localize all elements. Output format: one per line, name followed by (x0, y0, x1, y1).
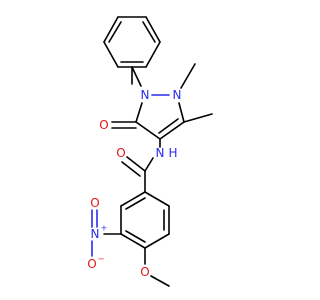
pyrazolone-ring (135, 94, 185, 140)
atom-o-nitro-single: O (87, 257, 96, 271)
atom-o-methoxy: O (140, 265, 149, 279)
atom-n1: N (141, 88, 150, 102)
atom-o-nitro-double: O (90, 196, 99, 210)
atom-o-ketone: O (99, 118, 108, 132)
atom-nh-h: H (168, 146, 177, 160)
atom-n2: N (173, 88, 182, 102)
benzene-ring (120, 191, 170, 249)
molecule-diagram: O N N N H O N + O O − O (87, 16, 213, 287)
atom-nh-n: N (156, 146, 165, 160)
atom-n-nitro-charge: + (101, 224, 108, 233)
bond-nh-carbonyl (144, 157, 154, 172)
atom-n-nitro: N (91, 227, 100, 241)
atom-o-nitro-charge: − (98, 255, 105, 264)
bond-c5-methyl (183, 113, 213, 123)
atom-o-amide: O (116, 146, 125, 160)
bond-n2-methyl (180, 63, 196, 89)
bond-ring-n1 (131, 66, 142, 87)
phenyl-ring (103, 16, 161, 68)
bond-carbonyl-o (126, 156, 146, 172)
bond-methoxy-ch3 (150, 275, 170, 287)
bond-carbonyl-o-2 (121, 161, 141, 177)
